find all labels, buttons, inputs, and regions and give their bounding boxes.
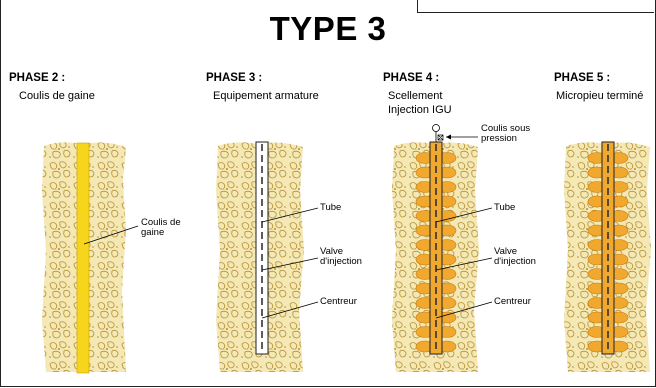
phase2-grout-column <box>77 143 89 373</box>
phase4-valve-label-line2: d'injection <box>494 257 536 267</box>
phase4-description-line2: Injection IGU <box>388 104 452 117</box>
valve-icon <box>438 135 443 140</box>
phase4-pressure-label-line2: pression <box>481 134 530 144</box>
phase3-valve-label-line2: d'injection <box>320 257 362 267</box>
phase4-valve-label: Valve d'injection <box>494 247 536 267</box>
phase3-pile <box>216 142 318 372</box>
phase5-pile <box>564 142 651 372</box>
phase4-pile <box>392 125 492 373</box>
phase2-grout-label-line2: gaine <box>141 228 181 238</box>
phase2-heading: PHASE 2 : <box>9 72 65 84</box>
phase2-pile <box>42 142 138 373</box>
phase5-heading: PHASE 5 : <box>554 72 610 84</box>
phase3-tube-label: Tube <box>320 203 341 213</box>
manometer-icon <box>433 125 440 132</box>
phase2-description: Coulis de gaine <box>19 90 95 103</box>
diagram-title: TYPE 3 <box>0 10 656 48</box>
phase3-centreur-label: Centreur <box>320 297 357 307</box>
phase2-grout-label: Coulis de gaine <box>141 218 181 238</box>
phase3-heading: PHASE 3 : <box>206 72 262 84</box>
phase4-heading: PHASE 4 : <box>383 72 439 84</box>
phase3-description: Equipement armature <box>213 90 319 103</box>
phase3-valve-label: Valve d'injection <box>320 247 362 267</box>
phase4-pressure-label: Coulis sous pression <box>481 124 530 144</box>
phase4-description-line1: Scellement <box>388 90 442 103</box>
phase4-tube-label: Tube <box>494 203 515 213</box>
phase4-centreur-label: Centreur <box>494 297 531 307</box>
phase5-description: Micropieu terminé <box>556 90 643 103</box>
arrowhead-icon <box>446 135 451 140</box>
